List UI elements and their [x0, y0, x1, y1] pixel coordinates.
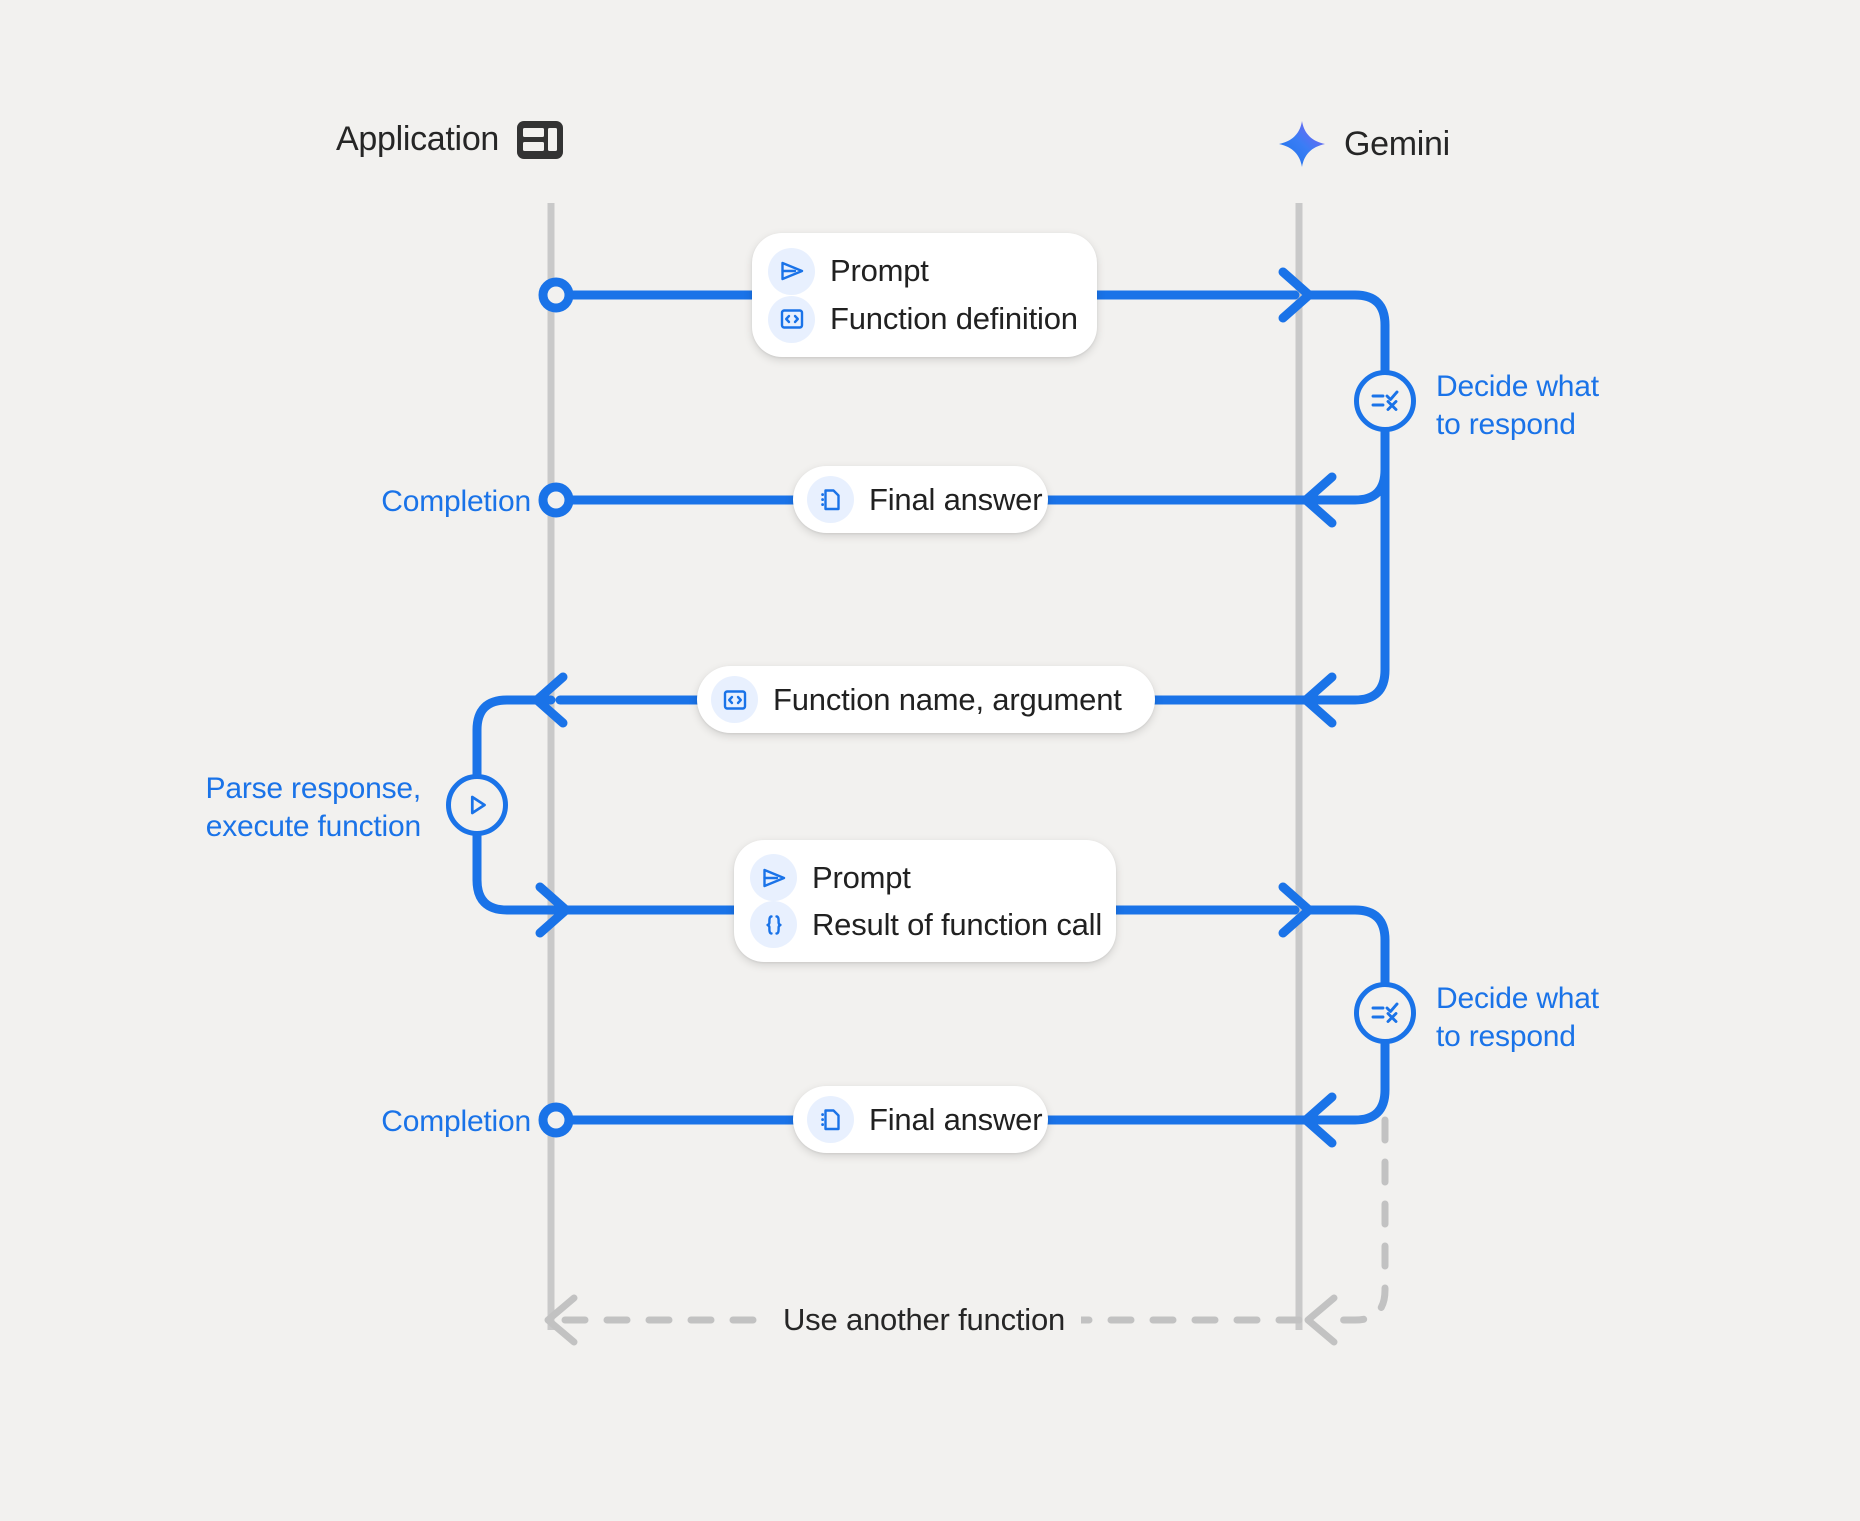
decide-one-line2: to respond: [1436, 408, 1576, 442]
decide-two-line1: Decide what: [1436, 982, 1599, 1015]
checklist-decision-icon: [1371, 390, 1399, 411]
card-row-label: Prompt: [812, 859, 911, 895]
code-brackets-icon: [711, 676, 758, 723]
flow-loop-another-function: [544, 1116, 1389, 1346]
card-row-label: Prompt: [830, 253, 929, 288]
loop-caption: Use another function: [767, 1302, 1082, 1338]
card-row: Final answer: [807, 1096, 1043, 1143]
actor-application-label: Application: [336, 120, 500, 158]
node-decide-one[interactable]: [1354, 370, 1416, 432]
flow-app-parse-bus: [472, 695, 556, 915]
node-decide-one-label: Decide what to respond: [1436, 368, 1599, 445]
node-parse-execute-label: Parse response, execute function: [186, 770, 422, 847]
node-decide-two[interactable]: [1354, 982, 1416, 1044]
node-parse-execute[interactable]: [446, 774, 508, 836]
parse-line2: execute function: [205, 810, 421, 844]
card-request-one[interactable]: Prompt Function definition: [752, 233, 1097, 357]
flow-gemini-bus-one: [1304, 290, 1390, 705]
card-row: Function name, argument: [711, 676, 1123, 723]
label-completion-two: Completion: [381, 1105, 531, 1138]
send-triangle-icon: [750, 854, 797, 901]
decide-one-line1: Decide what: [1436, 370, 1599, 403]
card-row: Function definition: [768, 295, 1078, 343]
endpoint-markers: [538, 277, 574, 1138]
application-layout-icon: [517, 120, 564, 159]
parse-line1: Parse response,: [205, 772, 422, 805]
card-row-label: Final answer: [869, 481, 1043, 517]
card-function-call[interactable]: Function name, argument: [697, 666, 1155, 733]
document-icon: [807, 476, 854, 523]
flow-gemini-bus-two: [1304, 905, 1390, 1125]
card-row: Result of function call: [750, 901, 1102, 948]
card-request-two[interactable]: Prompt Result of function call: [734, 840, 1116, 962]
card-final-answer-one[interactable]: Final answer: [793, 466, 1048, 533]
card-row-label: Function definition: [830, 301, 1078, 336]
actor-gemini-label: Gemini: [1344, 124, 1450, 163]
card-row-label: Function name, argument: [773, 681, 1122, 717]
actor-application: Application: [336, 120, 564, 159]
card-row-label: Final answer: [869, 1101, 1043, 1137]
gemini-sparkle-icon: [1278, 120, 1326, 168]
send-triangle-icon: [768, 247, 815, 295]
card-row: Prompt: [768, 247, 1067, 295]
label-completion-one: Completion: [381, 485, 531, 518]
card-final-answer-two[interactable]: Final answer: [793, 1086, 1048, 1153]
document-icon: [807, 1096, 854, 1143]
node-decide-two-label: Decide what to respond: [1436, 980, 1599, 1057]
actor-gemini: Gemini: [1278, 120, 1450, 168]
card-row: Prompt: [750, 854, 1086, 901]
play-triangle-icon: [470, 795, 486, 815]
code-brackets-icon: [768, 295, 815, 343]
curly-braces-icon: [750, 901, 797, 948]
checklist-decision-icon: [1371, 1002, 1399, 1023]
card-row: Final answer: [807, 476, 1043, 523]
decide-two-line2: to respond: [1436, 1020, 1576, 1054]
card-row-label: Result of function call: [812, 906, 1103, 942]
